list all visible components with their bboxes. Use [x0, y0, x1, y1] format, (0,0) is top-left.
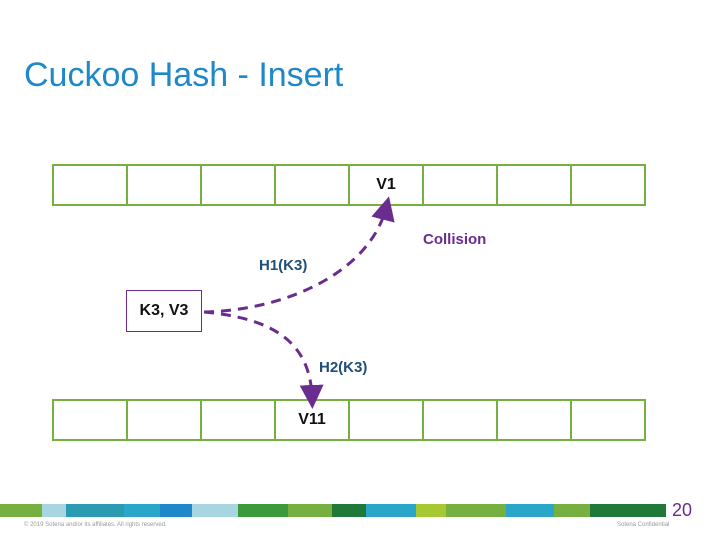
footer-bar-segment: [366, 504, 416, 517]
footer-bar-segment: [104, 504, 124, 517]
footer-bar-segment: [160, 504, 192, 517]
footer-bar-segment: [506, 504, 554, 517]
footer-bar-segment: [42, 504, 66, 517]
footer-bar-segment: [288, 504, 332, 517]
footer-bar-segment: [66, 504, 104, 517]
footer-bar-segment: [416, 504, 446, 517]
key-value-box: K3, V3: [126, 290, 202, 332]
confidential-text: Sotena Confidential: [617, 522, 670, 528]
page-title: Cuckoo Hash - Insert: [24, 56, 344, 94]
copyright-text: © 2019 Sotena and/or its affiliates. All…: [24, 522, 167, 528]
table2-cell: [570, 399, 646, 441]
footer-bar-segment: [446, 504, 506, 517]
h2-arrow: [203, 310, 324, 409]
footer-bar-segment: [0, 504, 42, 517]
h1-arrow: [203, 196, 395, 314]
footer-bar-segment: [238, 504, 288, 517]
footer-bar-segment: [332, 504, 366, 517]
hash-table-2: V11: [52, 399, 646, 441]
h1-label: H1(K3): [259, 257, 308, 274]
footer-bar-segment: [590, 504, 666, 517]
footer-bar-segment: [554, 504, 590, 517]
footer-bar-segment: [124, 504, 160, 517]
hash-table-1: V1: [52, 164, 646, 206]
h2-label: H2(K3): [319, 359, 368, 376]
footer-color-bar: [0, 504, 666, 517]
page-number: 20: [672, 500, 693, 520]
footer-bar-segment: [192, 504, 238, 517]
collision-label: Collision: [423, 231, 487, 248]
table1-cell: [570, 164, 646, 206]
